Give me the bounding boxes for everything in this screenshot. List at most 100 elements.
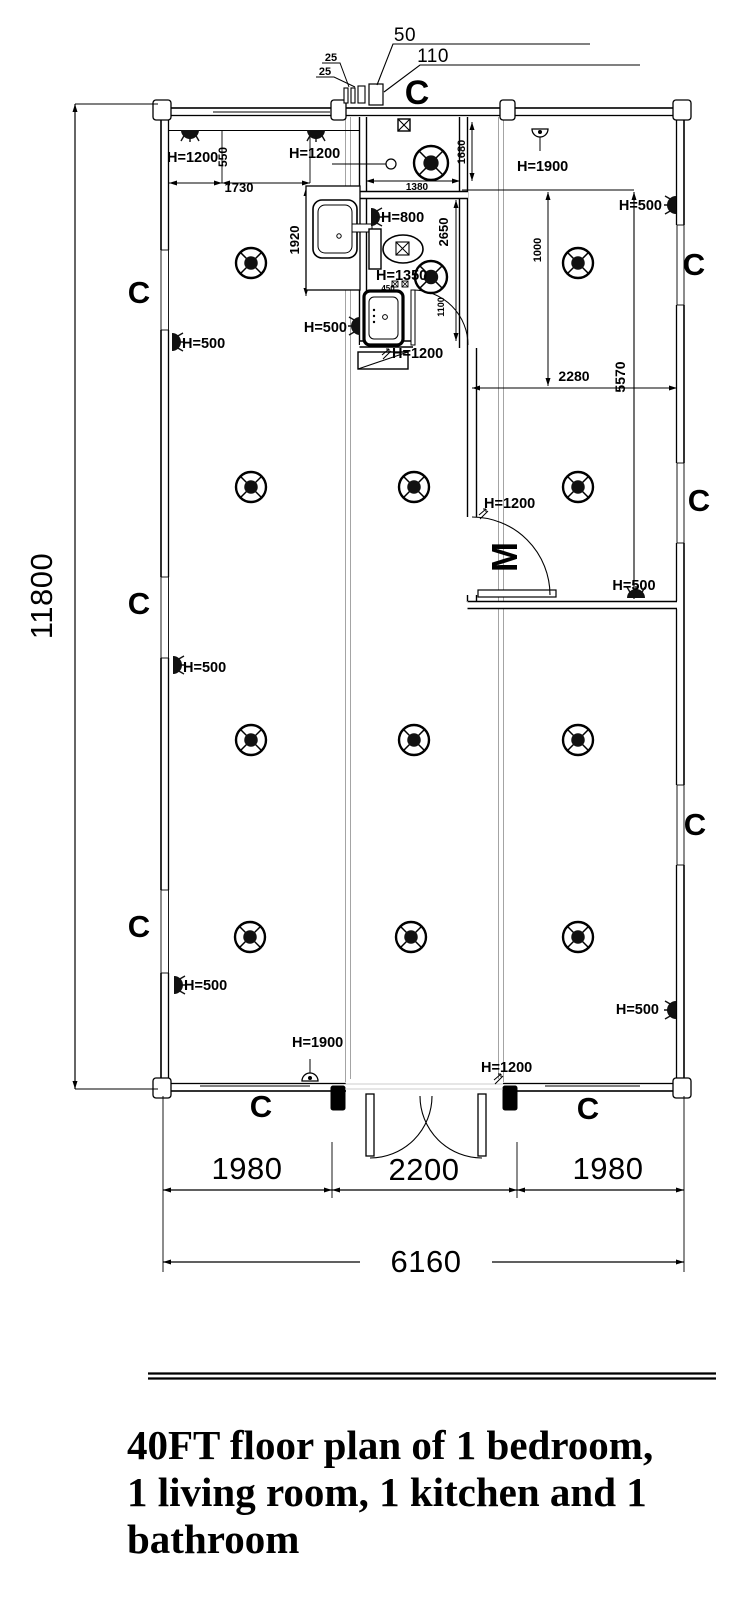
dimension-label: 2280 — [558, 368, 589, 384]
dimension-label: 25 — [319, 66, 331, 78]
dimension-label: 50 — [394, 25, 416, 46]
dimension-label: 1730 — [225, 180, 254, 195]
title-block: 40FT floor plan of 1 bedroom, 1 living r… — [127, 1372, 716, 1562]
container-walls — [152, 99, 692, 1111]
height-label: H=500 — [183, 660, 226, 676]
window-left-2 — [159, 576, 170, 659]
ceiling-light-icon — [397, 723, 431, 757]
window-right-1 — [675, 224, 686, 306]
ceiling-light-icon — [561, 920, 595, 954]
dimension-label: 2200 — [389, 1152, 460, 1187]
height-label: H=1900 — [517, 159, 568, 175]
dimension-label: 25 — [325, 52, 337, 64]
switches-layer — [381, 280, 504, 1085]
wall-light-icon — [626, 586, 646, 598]
wall-light-icon — [180, 130, 200, 142]
window-mark-label: C — [250, 1089, 272, 1124]
shower-basin — [362, 289, 405, 347]
height-label: H=1200 — [167, 150, 218, 166]
dimension-label: 110 — [417, 46, 449, 67]
wall-lights-layer — [172, 130, 676, 1020]
dimension-label: 11800 — [24, 553, 59, 639]
exhaust-fan-icon — [397, 118, 411, 132]
entrance-door — [365, 1093, 487, 1159]
dimension-label: 1380 — [406, 182, 429, 193]
ceiling-light-icon — [561, 246, 595, 280]
ceiling-light-icon — [561, 470, 595, 504]
ceiling-lights-layer — [233, 144, 595, 954]
window-left-1 — [159, 249, 170, 331]
window-mark-label: C — [405, 74, 430, 112]
wall-light-icon — [172, 332, 184, 352]
small-box-icon — [391, 280, 399, 288]
title-line-1: 40FT floor plan of 1 bedroom, — [127, 1422, 653, 1468]
height-label: H=1350 — [376, 268, 427, 284]
height-label: H=500 — [616, 1002, 659, 1018]
ceiling-light-icon — [413, 259, 449, 295]
window-mark-label: C — [128, 275, 150, 310]
ceiling-light-icon — [233, 920, 267, 954]
switch-icon — [493, 1073, 504, 1085]
dimension-label: 1980 — [212, 1151, 283, 1186]
window-mark-label: C — [128, 909, 150, 944]
dimension-label: 1680 — [456, 140, 468, 164]
window-mark-label: C — [688, 483, 710, 518]
window-left-3 — [159, 889, 170, 974]
wall-light-icon — [371, 207, 383, 227]
height-label: H=500 — [304, 320, 347, 336]
kitchen-sink — [305, 185, 373, 291]
height-label: H=500 — [182, 336, 225, 352]
title-line-3: bathroom — [127, 1516, 299, 1562]
title-line-2: 1 living room, 1 kitchen and 1 — [127, 1469, 647, 1515]
height-label: H=500 — [619, 198, 662, 214]
dimension-label: 5570 — [612, 361, 628, 392]
ceiling-light-icon — [412, 144, 450, 182]
switch-icon — [478, 508, 489, 520]
window-mark-label: C — [577, 1091, 599, 1126]
door-mark-label: M — [484, 542, 525, 572]
height-label: H=500 — [612, 578, 655, 594]
height-label: H=1900 — [292, 1035, 343, 1051]
ceiling-light-icon — [234, 723, 268, 757]
ceiling-light-icon — [234, 470, 268, 504]
height-label: H=1200 — [484, 496, 535, 512]
wall-light-icon — [173, 655, 185, 675]
window-mark-label: C — [683, 247, 705, 282]
window-right-2 — [675, 462, 686, 544]
height-label: H=1200 — [392, 346, 443, 362]
roof-pipes — [316, 43, 640, 106]
switch-icon — [381, 348, 392, 360]
toilet — [368, 228, 424, 270]
dimension-label: 450 — [381, 284, 395, 293]
wall-light-icon — [664, 1000, 676, 1020]
height-label: H=800 — [381, 210, 424, 226]
dimension-label: 1100 — [436, 297, 446, 317]
mirror-shelf — [357, 351, 409, 370]
window-right-3 — [675, 784, 686, 866]
wall-light-icon — [174, 975, 186, 995]
ceiling-light-icon — [397, 470, 431, 504]
height-label: H=1200 — [289, 146, 340, 162]
bedroom-door — [471, 516, 557, 598]
dimension-label: 1920 — [287, 226, 302, 255]
height-label: H=500 — [184, 978, 227, 994]
window-mark-label: C — [128, 586, 150, 621]
dimension-label: 2650 — [436, 218, 451, 247]
dome-lights-layer — [301, 128, 549, 1082]
dimension-label: 6160 — [391, 1244, 462, 1279]
dimension-label: 550 — [216, 147, 230, 167]
wall-light-icon — [664, 195, 676, 215]
ceiling-light-icon — [234, 246, 268, 280]
dome-light-icon — [531, 128, 549, 151]
dimension-label: 1980 — [573, 1151, 644, 1186]
small-box-icon — [401, 280, 409, 288]
dimension-lines — [72, 103, 685, 1272]
thermostat-sensor-icon — [332, 158, 397, 170]
wall-light-icon — [348, 316, 360, 336]
dimension-label: 1000 — [532, 238, 544, 262]
window-mark-label: C — [684, 807, 706, 842]
height-label: H=1200 — [481, 1060, 532, 1076]
